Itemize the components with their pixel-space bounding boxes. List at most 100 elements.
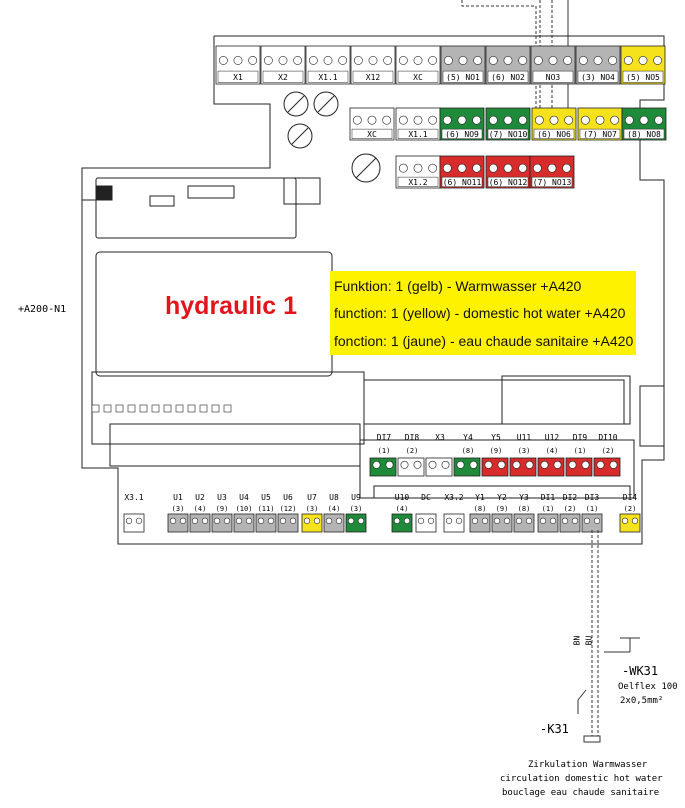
screw-terminal [428,56,438,65]
terminal-label: X1.1 [408,130,427,139]
terminal-label: NO3 [546,73,561,82]
terminal-block [509,457,537,477]
label-plate [262,70,304,83]
led-indicator [163,404,172,413]
terminal-label: (6) NO2 [491,73,525,82]
terminal-label: U3 [217,493,227,502]
screw-terminal [457,163,467,173]
terminal-block [255,513,277,533]
screw-terminal [493,517,501,524]
screw-terminal [525,517,533,524]
screw-terminal [457,115,467,125]
terminal-block: X1 [215,45,261,85]
terminal-block [369,457,397,477]
screw-terminal [248,56,258,65]
label-plate [487,70,529,83]
terminal-block [565,457,593,477]
terminal-label: (3) NO4 [581,73,615,82]
screw-terminal [488,115,498,125]
screw-terminal [125,517,133,524]
screw-terminal [233,56,243,65]
terminal-label: (7) NO7 [583,130,617,139]
terminal-label: (8) NO8 [627,130,661,139]
screw-terminal [472,115,482,125]
screw-terminal [442,115,452,125]
terminal-block [211,513,233,533]
screw-terminal [471,517,479,524]
screw-terminal [403,517,411,524]
label-plate [622,70,664,83]
terminal-block: (6) NO11 [439,155,485,189]
terminal-sub: (1) [378,447,391,455]
terminal-label: (7) NO10 [489,130,528,139]
screw-terminal [135,517,143,524]
device-tag: +A200-N1 [18,304,67,315]
terminal-sub: (10) [236,505,253,513]
terminal-label: U5 [261,493,271,502]
cable-type: Oelflex 100 [618,682,678,692]
terminal-label: U6 [283,493,293,502]
terminal-label: (6) NO12 [489,178,528,187]
description-de: Zirkulation Warmwasser [528,760,648,770]
terminal-row-3: X1.2(6) NO11(6) NO12(7) NO13 [395,155,575,189]
screw-terminal [308,56,318,65]
screw-terminal [427,517,435,524]
terminal-block: X1.1 [395,107,441,141]
terminal-block [481,457,509,477]
terminal-label: U2 [195,493,205,502]
terminal-sub: (4) [194,505,207,513]
screw-terminal [353,56,363,65]
terminal-label: X1 [233,73,243,82]
terminal-block [469,513,491,533]
terminal-block: (5) NO5 [620,45,666,85]
screw-terminal [654,115,664,125]
screw-terminal [564,115,574,125]
screw-terminal [278,56,288,65]
screw-terminal [525,460,534,469]
terminal-sub: (1) [542,505,555,513]
screw-terminal [179,517,187,524]
terminal-sub: (4) [328,505,341,513]
terminal-label: (6) NO9 [445,130,479,139]
led-indicator [211,404,220,413]
screw-terminal [549,517,557,524]
terminal-block: (6) NO6 [531,107,577,141]
description-fr: bouclage eau chaude sanitaire [502,788,660,798]
screw-terminal [428,115,438,125]
terminal-sub: (8) [518,505,531,513]
terminal-label: DI3 [585,493,600,502]
terminal-label: XC [413,73,423,82]
screw-terminal [583,517,591,524]
terminal-label: X3.1 [124,493,143,502]
terminal-label: X2 [278,73,288,82]
terminal-sub: (4) [396,505,409,513]
wire-bn: BN [572,635,582,646]
screw-terminal [201,517,209,524]
screw-terminal [484,460,493,469]
terminal-sub: (4) [546,447,559,455]
terminal-block [277,513,299,533]
terminal-block: X1.1 [305,45,351,85]
led-indicator [175,404,184,413]
screw-terminal [553,460,562,469]
wire-bu: BU [584,635,594,646]
led-indicator [115,404,124,413]
function-line-en: function: 1 (yellow) - domestic hot wate… [334,305,626,321]
terminal-block [619,513,641,533]
terminal-block: X1.2 [395,155,441,189]
label-plate [397,128,439,139]
screw-terminal [445,517,453,524]
terminal-block: X12 [350,45,396,85]
screw-terminal [515,517,523,524]
screw-terminal [472,163,482,173]
terminal-block [397,457,425,477]
terminal-label: U11 [517,433,532,442]
terminal-label: (6) NO11 [443,178,482,187]
screw-terminal [596,460,605,469]
terminal-label: DC [421,493,431,502]
terminal-block [345,513,367,533]
terminal-sub: (9) [216,505,229,513]
screw-terminal [595,115,605,125]
